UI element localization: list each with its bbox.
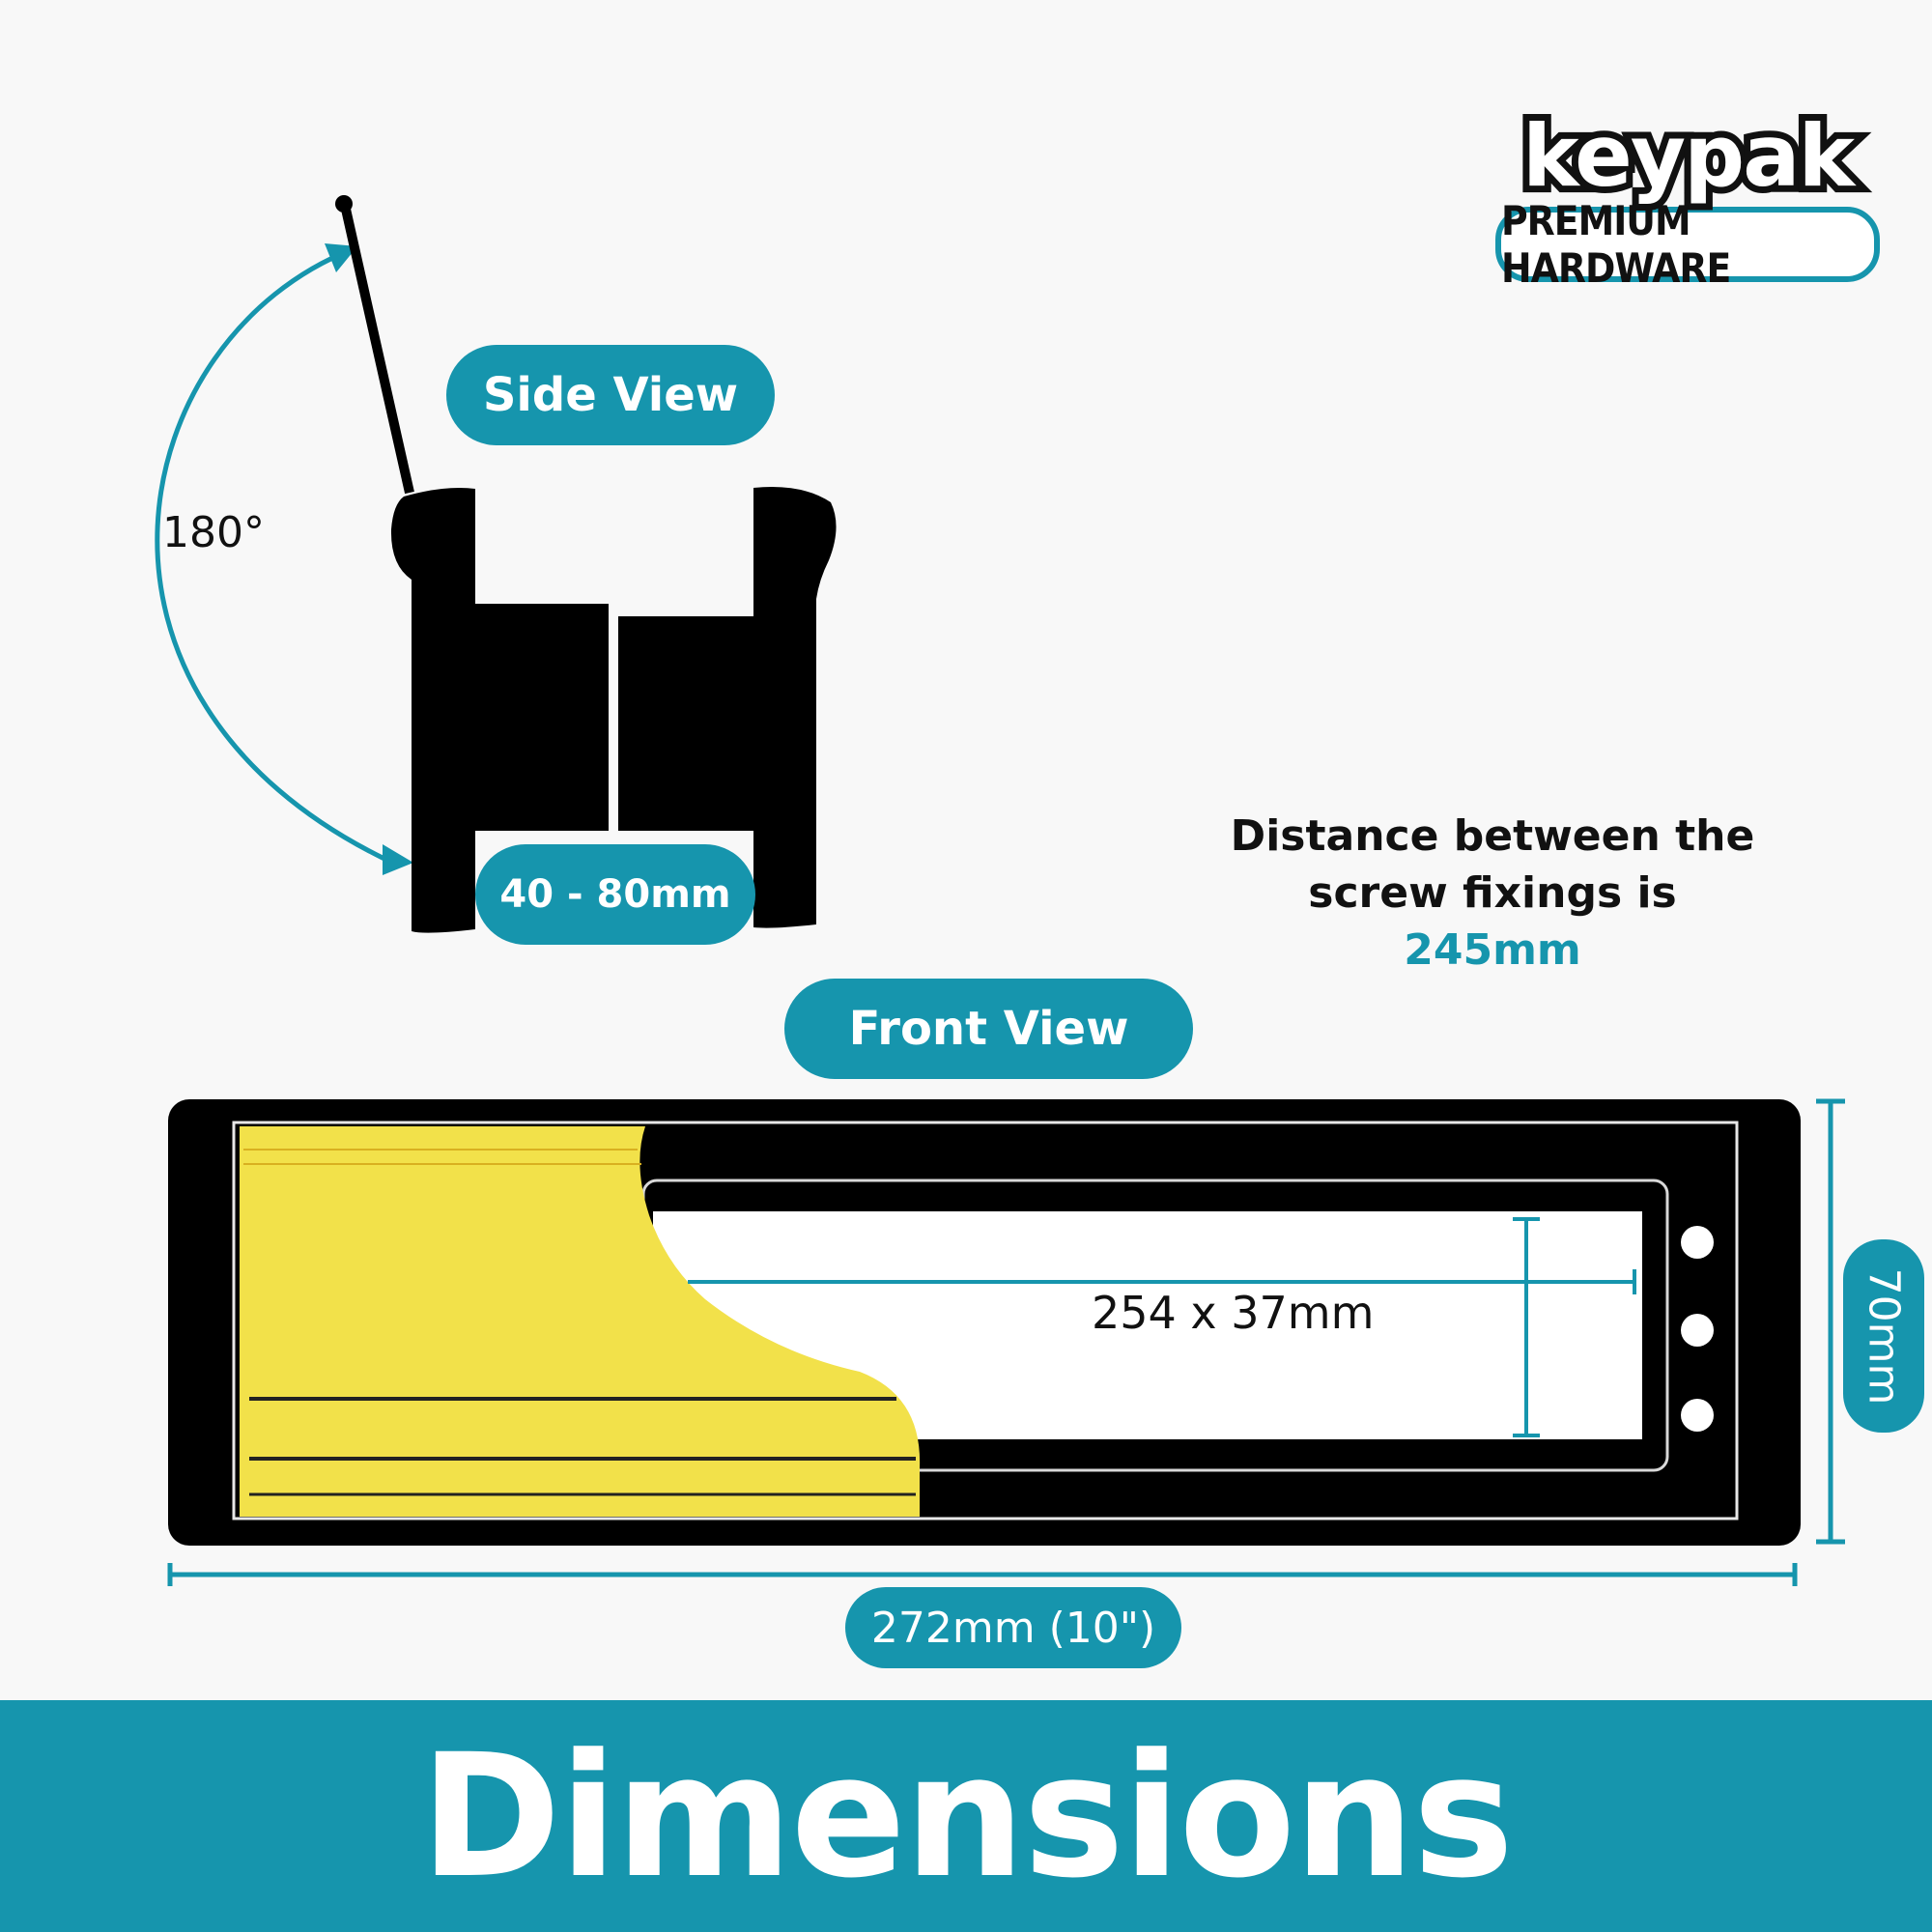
arc-arrow-bottom (383, 844, 413, 875)
arc-arrow-top (325, 243, 357, 272)
logo-tagline: PREMIUM HARDWARE (1495, 197, 1880, 292)
keypak-logo: keypak PREMIUM HARDWARE (1495, 106, 1880, 292)
note-value: 245mm (1404, 925, 1581, 975)
screw-hole (1681, 1314, 1714, 1347)
front-view-label: Front View (784, 979, 1193, 1079)
slot-size-label: 254 x 37mm (1092, 1287, 1375, 1339)
logo-wordmark: keypak (1516, 106, 1861, 206)
screw-hole (1681, 1399, 1714, 1432)
screw-hole (1681, 1226, 1714, 1259)
height-label-pill: 70mm (1843, 1239, 1924, 1433)
angle-label: 180° (162, 508, 265, 557)
screw-distance-note: Distance between the screw fixings is 24… (1227, 808, 1758, 979)
note-text: Distance between the screw fixings is (1230, 811, 1755, 918)
footer-title: Dimensions (419, 1717, 1515, 1916)
inner-border (232, 1121, 1739, 1520)
side-view-label: Side View (446, 345, 775, 445)
angle-arc (155, 246, 388, 863)
footer-banner: Dimensions (0, 1700, 1932, 1932)
height-label: 70mm (1859, 1267, 1909, 1405)
side-right-plate (618, 487, 837, 928)
flap-line (340, 203, 414, 495)
width-label: 272mm (10") (845, 1587, 1181, 1668)
brush-strip (240, 1126, 921, 1517)
thickness-label: 40 - 80mm (475, 844, 755, 945)
side-left-plate (390, 488, 609, 933)
flap-pivot (335, 195, 353, 213)
